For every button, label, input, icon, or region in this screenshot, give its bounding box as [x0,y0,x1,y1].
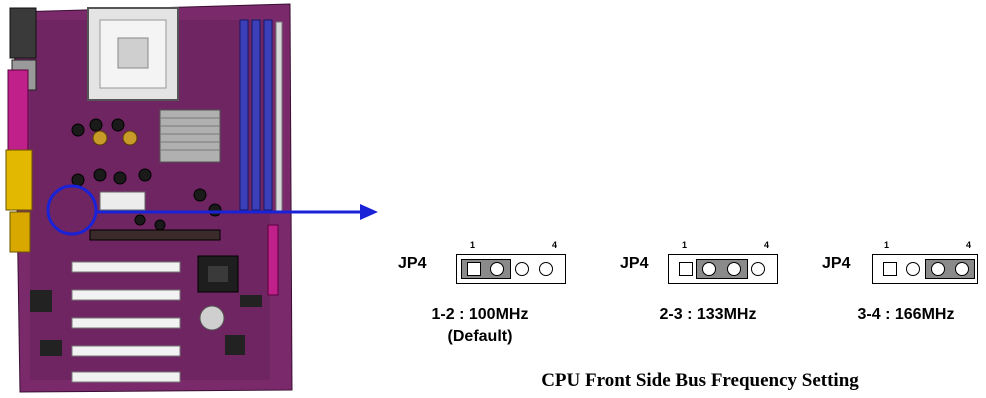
setting-label: 3-4 : 166MHz [857,306,955,323]
jp4-highlight-circle [46,184,98,236]
arrow-head [360,204,378,220]
atx-power-connector [99,191,146,211]
pin-number-first: 1 [470,240,476,250]
jumper-name: JP4 [822,255,851,272]
setting-label: 2-3 : 133MHz [659,306,757,323]
pin-3 [727,262,741,276]
ide-connector [267,224,279,296]
pin-number-first: 1 [884,240,890,250]
pin-4 [751,262,765,276]
pin-3 [931,262,945,276]
io-parallel-port [7,69,29,151]
io-serial-port [5,149,33,211]
pin-2 [490,262,504,276]
pci-slots [71,261,181,383]
pin-1-square [679,262,693,276]
pin-2 [906,262,920,276]
io-game-port [9,211,31,253]
pin-number-last: 4 [764,240,770,250]
default-label: (Default) [447,328,513,345]
jumper-name: JP4 [398,255,427,272]
jumper-block [872,254,978,284]
pin-number-last: 4 [966,240,972,250]
pin-2 [702,262,716,276]
agp-slot [89,229,221,241]
pin-number-first: 1 [682,240,688,250]
jumper-block [456,254,566,284]
jumper-name: JP4 [620,255,649,272]
pin-1-square [467,262,481,276]
figure-caption: CPU Front Side Bus Frequency Setting [541,370,859,391]
io-ps2-ports [9,7,37,59]
dimm-slots [239,19,283,213]
pin-number-last: 4 [552,240,558,250]
northbridge-heatsink [159,109,221,163]
jumper-block [668,254,778,284]
pin-4 [955,262,969,276]
cmos-battery [199,305,225,331]
pin-4 [539,262,553,276]
setting-label: 1-2 : 100MHz [431,306,529,323]
pin-1-square [883,262,897,276]
pin-3 [515,262,529,276]
